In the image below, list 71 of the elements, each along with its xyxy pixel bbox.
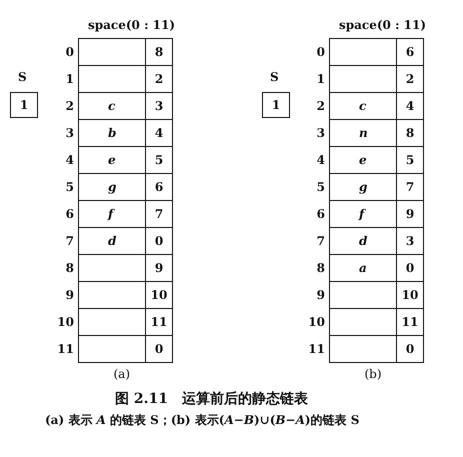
pointer-value: 10: [145, 282, 172, 308]
pointer-value: 0: [396, 255, 423, 281]
subfigure-label: (b): [364, 367, 382, 381]
row-index: 3: [66, 126, 74, 140]
pointer-value: 0: [145, 336, 172, 362]
pointer-value: 8: [145, 39, 172, 65]
row-index: 8: [316, 261, 325, 275]
figure-caption: 图 2.11 运算前后的静态链表: [115, 390, 308, 408]
pointer-value: 7: [145, 201, 172, 227]
pointer-value: 7: [396, 174, 423, 200]
row-index: 5: [66, 180, 74, 194]
element-value: c: [108, 99, 116, 113]
pointer-value: 3: [145, 93, 172, 119]
row-index: 11: [308, 342, 325, 356]
variable-name: S: [270, 70, 279, 84]
pointer-value: 2: [145, 66, 172, 92]
element-value: a: [359, 261, 367, 275]
row-index: 0: [316, 45, 325, 59]
row-index: 6: [316, 207, 325, 221]
variable-box: 1: [262, 92, 290, 118]
table-heading: space(0 : 11): [88, 18, 176, 32]
pointer-value: 6: [145, 174, 172, 200]
pointer-value: 0: [145, 228, 172, 254]
table-heading: space(0 : 11): [339, 18, 426, 32]
element-value: e: [359, 153, 367, 167]
row-index: 8: [66, 261, 74, 275]
element-value: g: [359, 180, 368, 194]
row-index: 10: [308, 315, 325, 329]
element-value: f: [359, 207, 364, 221]
element-value: g: [108, 180, 116, 194]
subfigure-label: (a): [114, 367, 130, 381]
row-index: 9: [66, 288, 74, 302]
pointer-value: 11: [396, 309, 423, 335]
pointer-value: 11: [145, 309, 172, 335]
row-index: 1: [66, 72, 74, 86]
pointer-value: 5: [396, 147, 423, 173]
variable-box: 1: [10, 92, 38, 118]
pointer-value: 4: [145, 120, 172, 146]
caption-note: (a) 表示 A 的链表 S；(b) 表示(A−B)∪(B−A)的链表 S: [45, 412, 360, 429]
pointer-value: 3: [396, 228, 423, 254]
element-value: e: [108, 153, 116, 167]
row-index: 7: [66, 234, 74, 248]
element-value: d: [359, 234, 368, 248]
element-value: n: [359, 126, 368, 140]
row-index: 0: [66, 45, 74, 59]
row-index: 2: [66, 99, 74, 113]
row-index: 2: [316, 99, 325, 113]
pointer-value: 2: [396, 66, 423, 92]
row-index: 4: [316, 153, 325, 167]
element-value: d: [108, 234, 116, 248]
pointer-value: 4: [396, 93, 423, 119]
pointer-value: 9: [396, 201, 423, 227]
row-index: 1: [316, 72, 325, 86]
row-index: 10: [57, 315, 74, 329]
row-index: 9: [316, 288, 325, 302]
pointer-value: 10: [396, 282, 423, 308]
row-index: 3: [316, 126, 325, 140]
row-index: 6: [66, 207, 74, 221]
pointer-value: 9: [145, 255, 172, 281]
pointer-value: 8: [396, 120, 423, 146]
pointer-value: 5: [145, 147, 172, 173]
row-index: 5: [316, 180, 325, 194]
element-value: f: [108, 207, 114, 221]
row-index: 11: [57, 342, 74, 356]
pointer-value: 0: [396, 336, 423, 362]
element-value: b: [108, 126, 116, 140]
pointer-value: 6: [396, 39, 423, 65]
element-value: c: [359, 99, 366, 113]
variable-name: S: [18, 70, 27, 84]
row-index: 7: [316, 234, 325, 248]
row-index: 4: [66, 153, 74, 167]
